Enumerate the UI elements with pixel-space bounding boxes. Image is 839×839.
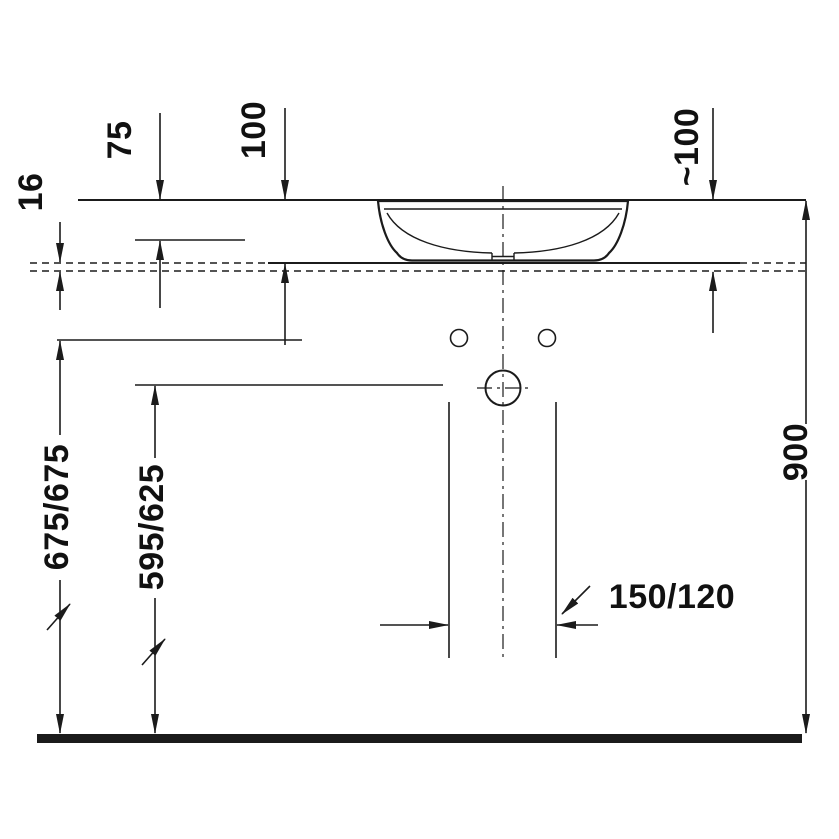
- drain-hole: [484, 369, 522, 407]
- adjustable-arrow-595: [141, 638, 166, 666]
- basin-interior-left-curve: [386, 212, 493, 254]
- basin-interior-right-curve: [513, 212, 620, 254]
- dim-label-595: 595/625: [133, 464, 171, 590]
- dim-label-16: 16: [12, 173, 50, 212]
- faucet-hole-right: [537, 328, 557, 348]
- dim-label-75: 75: [101, 121, 139, 160]
- faucet-hole-left: [449, 328, 469, 348]
- dim-label-approx-100: ~100: [668, 108, 706, 187]
- dim-label-150: 150/120: [609, 578, 735, 616]
- adjustable-arrow-675: [46, 603, 71, 631]
- basin-outline: [376, 199, 630, 262]
- dim-label-675: 675/675: [38, 444, 76, 570]
- dim-150-leader-arrow: [561, 585, 591, 615]
- dim-label-900: 900: [777, 423, 815, 481]
- dim-label-100: 100: [235, 101, 273, 159]
- floor-line: [37, 734, 802, 743]
- basin-drain-detail: [491, 253, 515, 260]
